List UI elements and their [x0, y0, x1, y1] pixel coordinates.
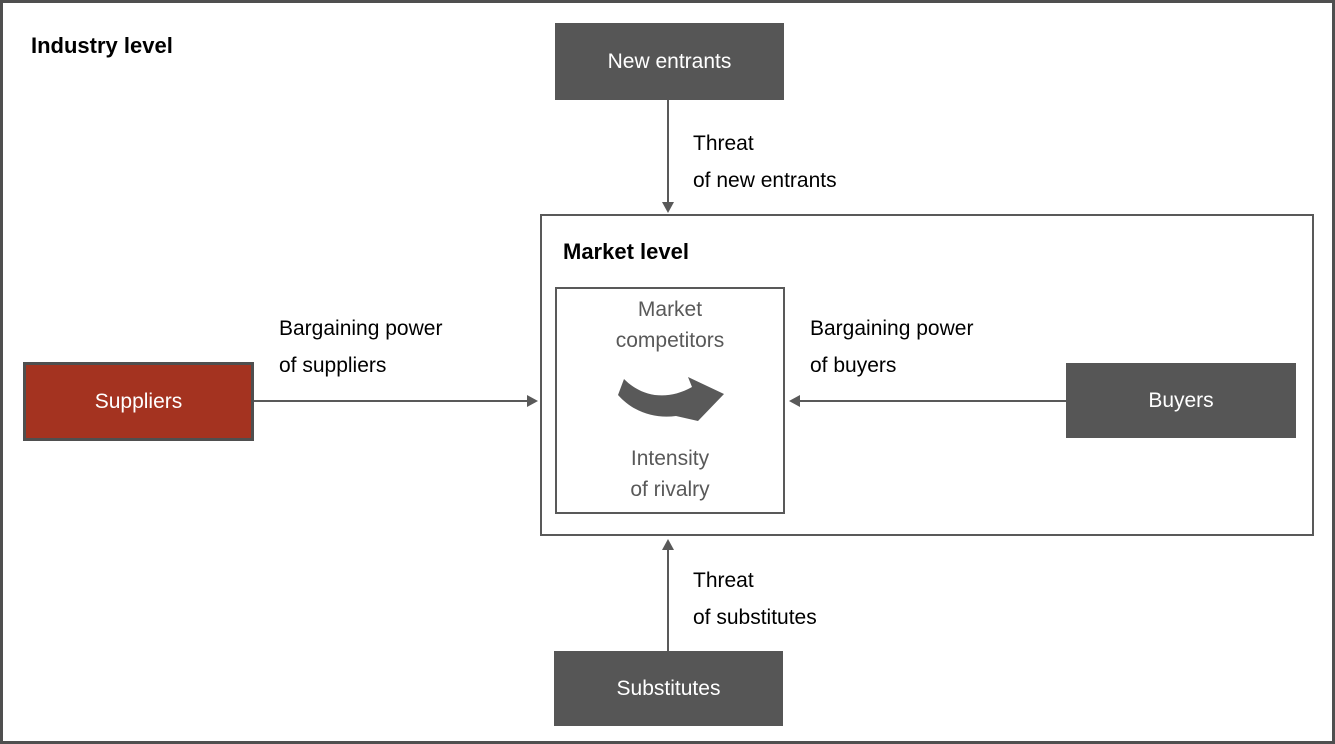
threat-of-new-entrants-label: Threat of new entrants — [693, 132, 837, 192]
suppliers-arrowhead-icon — [527, 395, 538, 407]
market-level-label: Market level — [563, 239, 689, 264]
buyers-arrowhead-icon — [789, 395, 800, 407]
new-entrants-box: New entrants — [555, 23, 784, 100]
threat-of-substitutes-label: Threat of substitutes — [693, 569, 817, 629]
buyers-label: Buyers — [1148, 388, 1214, 412]
new-entrants-arrow-line — [667, 100, 669, 203]
market-competitors-label: Market competitors — [615, 298, 725, 352]
bargaining-power-of-suppliers-label: Bargaining power of suppliers — [279, 317, 443, 377]
buyers-arrow-line — [800, 400, 1066, 402]
substitutes-arrowhead-icon — [662, 539, 674, 550]
market-competitors-box: Market competitors Intensity of rivalry — [555, 287, 785, 514]
substitutes-arrow-line — [667, 550, 669, 651]
new-entrants-arrowhead-icon — [662, 202, 674, 213]
bargaining-power-of-buyers-label: Bargaining power of buyers — [810, 317, 974, 377]
industry-level-label: Industry level — [31, 33, 173, 58]
new-entrants-label: New entrants — [607, 49, 732, 73]
intensity-of-rivalry-label: Intensity of rivalry — [630, 447, 710, 501]
substitutes-box: Substitutes — [554, 651, 783, 726]
substitutes-label: Substitutes — [616, 676, 721, 700]
buyers-box: Buyers — [1066, 363, 1296, 438]
suppliers-box: Suppliers — [23, 362, 254, 441]
suppliers-arrow-line — [254, 400, 528, 402]
suppliers-label: Suppliers — [94, 389, 183, 413]
rivalry-curved-arrow-icon — [618, 377, 724, 421]
